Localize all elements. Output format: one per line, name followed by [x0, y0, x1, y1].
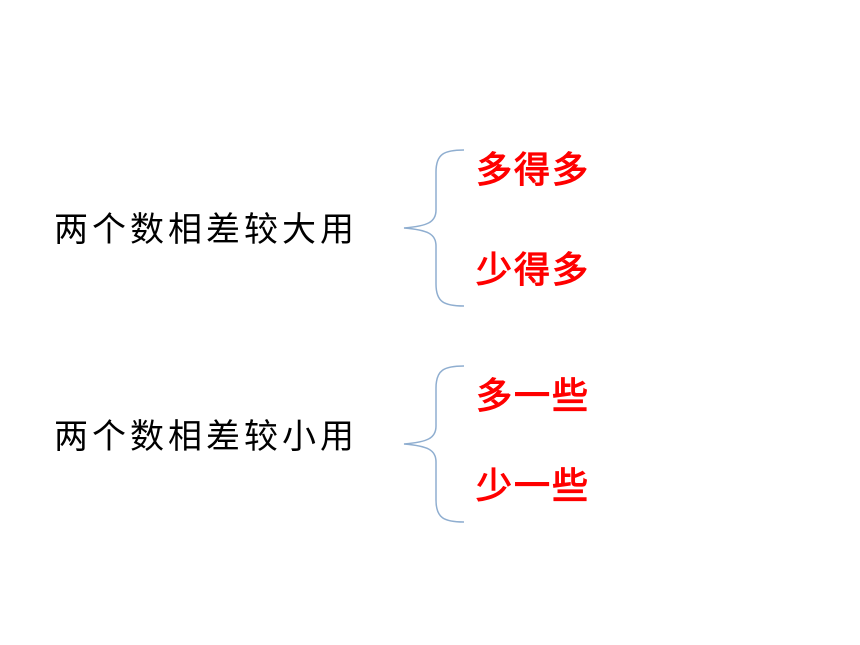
- option-much-less: 少得多: [476, 249, 591, 291]
- group-small-difference-label: 两个数相差较小用: [54, 417, 358, 457]
- left-curly-brace-icon: [403, 149, 465, 307]
- left-curly-brace-icon: [403, 365, 465, 523]
- option-a-bit-less: 少一些: [476, 465, 591, 507]
- option-a-bit-more: 多一些: [476, 375, 591, 417]
- brace-path: [403, 365, 465, 523]
- option-much-more: 多得多: [476, 149, 591, 191]
- brace-path: [403, 149, 465, 307]
- group-large-difference-label: 两个数相差较大用: [54, 210, 358, 250]
